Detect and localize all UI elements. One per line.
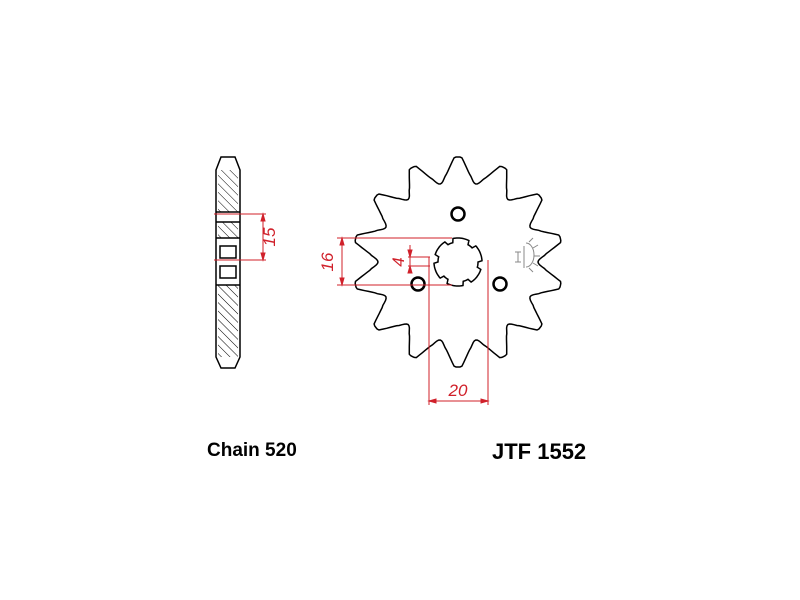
jt-logo-icon <box>515 237 540 273</box>
spline-bore <box>433 237 483 287</box>
side-view <box>215 156 241 369</box>
bolt-hole <box>450 206 466 222</box>
spline-diameter-label: 16 <box>318 252 337 271</box>
side-width-dimension <box>214 212 266 262</box>
bolt-hole <box>492 276 508 292</box>
bolt-hole <box>410 276 426 292</box>
dimension-lines <box>337 236 490 405</box>
chain-label: Chain 520 <box>207 440 297 461</box>
part-number-label: JTF 1552 <box>492 439 587 464</box>
bolt-spacing-label: 20 <box>448 381 468 400</box>
spline-key-label: 4 <box>389 257 408 266</box>
side-width-label: 15 <box>260 227 279 246</box>
